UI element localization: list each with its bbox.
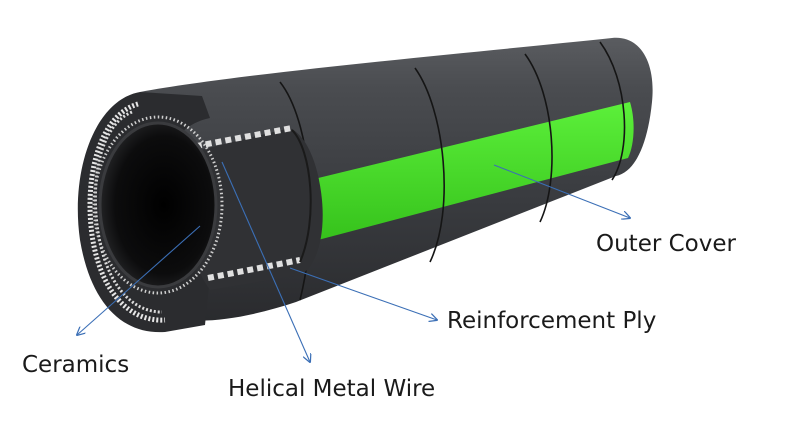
ceramics-arrow — [77, 225, 201, 335]
ceramics-layer — [92, 115, 224, 295]
outer-cover-arrow — [493, 164, 630, 218]
reinforcement-ply-arrow — [289, 267, 437, 320]
helical-wire-arrow — [221, 161, 310, 362]
hose-end — [77, 92, 323, 333]
green-stripe — [310, 102, 634, 240]
ceramics-label: Ceramics — [22, 352, 130, 378]
annotation-arrows — [77, 161, 630, 362]
reinforcement-ply-label: Reinforcement Ply — [447, 308, 657, 334]
helical-metal-wire-label: Helical Metal Wire — [228, 376, 436, 402]
bore — [100, 123, 216, 287]
outer-cover-label: Outer Cover — [596, 231, 736, 257]
